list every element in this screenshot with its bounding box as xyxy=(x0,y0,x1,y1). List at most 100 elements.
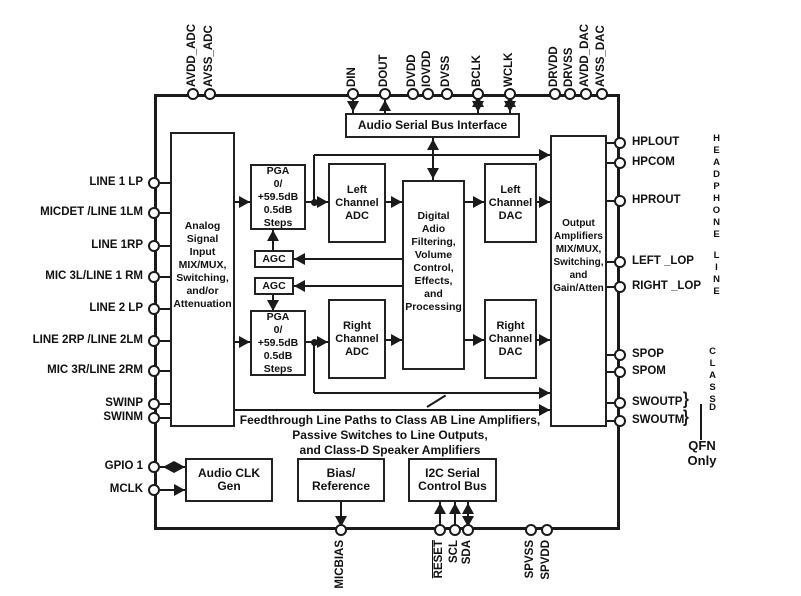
wire-vertical xyxy=(700,404,702,440)
wire-horizontal xyxy=(160,370,170,372)
pin-label-hplout: HPLOUT xyxy=(632,136,680,148)
arrowhead-up xyxy=(379,100,391,111)
pin-circle xyxy=(204,88,216,100)
block-digital-processing-label: Control, xyxy=(413,262,454,274)
block-agc-left: AGC xyxy=(254,250,294,268)
block-analog-input-label: Attenuation xyxy=(173,298,232,310)
wire-horizontal xyxy=(160,212,170,214)
arrowhead-down xyxy=(267,300,279,311)
wire-vertical xyxy=(439,502,441,526)
arrowhead-right xyxy=(174,461,185,473)
wire-horizontal xyxy=(607,286,615,288)
pin-label-micdet-line-1lm: MICDET /LINE 1LM xyxy=(40,206,143,218)
pin-circle xyxy=(504,88,516,100)
wire-horizontal xyxy=(160,489,185,491)
arrowhead-right xyxy=(473,334,484,346)
pin-label-iovdd: IOVDD xyxy=(421,50,433,87)
brace: } xyxy=(683,407,689,428)
pin-circle xyxy=(462,524,474,536)
arrowhead-up xyxy=(267,230,279,241)
wire-horizontal xyxy=(607,371,615,373)
block-agc-right: AGC xyxy=(254,277,294,295)
arrowhead-right xyxy=(239,196,250,208)
block-i2c-control-label: I2C Serial xyxy=(425,466,480,480)
wire-vertical xyxy=(313,342,315,393)
wire-vertical xyxy=(467,502,469,526)
block-output-amplifiers-label: and xyxy=(569,270,588,281)
block-dac-right-label: Channel xyxy=(488,332,533,345)
arrowhead-right xyxy=(539,149,550,161)
block-pga-right-label: Steps xyxy=(263,362,293,375)
wire-horizontal xyxy=(160,340,170,342)
wire-vertical xyxy=(432,138,434,180)
block-pga-left-label: 0.5dB xyxy=(263,203,293,216)
block-pga-right-label: PGA xyxy=(266,310,290,323)
feedthrough-note-line: Passive Switches to Line Outputs, xyxy=(292,428,488,442)
arrowhead-down xyxy=(335,516,347,527)
arrowhead-up xyxy=(427,139,439,150)
block-pga-right-label: +59.5dB xyxy=(257,336,299,349)
arrowhead-right xyxy=(539,196,550,208)
wire-horizontal xyxy=(607,162,615,164)
pin-circle xyxy=(407,88,419,100)
block-pga-right-label: 0/ xyxy=(273,323,283,336)
pin-circle xyxy=(148,177,160,189)
pin-circle xyxy=(441,88,453,100)
pin-circle xyxy=(148,412,160,424)
pin-label-hpcom: HPCOM xyxy=(632,156,675,168)
pin-label-avss-adc: AVSS_ADC xyxy=(203,25,215,87)
pin-circle xyxy=(148,207,160,219)
block-adc-right-label: Right xyxy=(342,319,372,332)
block-pga-left-label: PGA xyxy=(266,164,290,177)
block-pga-right-label: 0.5dB xyxy=(263,349,293,362)
wire-horizontal xyxy=(160,417,170,419)
pin-label-micbias: MICBIAS xyxy=(334,540,346,589)
block-analog-input-label: Input xyxy=(189,246,216,258)
pin-label-line-1-lp: LINE 1 LP xyxy=(89,176,143,188)
arrowhead-right xyxy=(539,334,550,346)
pin-circle xyxy=(614,256,626,268)
block-adc-left-label: ADC xyxy=(345,209,369,222)
wire-vertical xyxy=(313,155,315,202)
block-dac-left-label: Left xyxy=(500,183,521,196)
feedthrough-note-line: and Class-D Speaker Amplifiers xyxy=(299,443,481,457)
pin-circle xyxy=(614,349,626,361)
block-audio-serial-bus: Audio Serial Bus Interface xyxy=(345,113,520,138)
block-bias-reference-label: Bias/ xyxy=(326,466,356,480)
wire-horizontal xyxy=(160,182,170,184)
block-adc-left-label: Channel xyxy=(335,196,379,209)
pin-label-mic-3l-line-1-rm: MIC 3L/LINE 1 RM xyxy=(45,270,143,282)
pin-label-gpio-1: GPIO 1 xyxy=(104,460,143,472)
wire-horizontal xyxy=(607,200,615,202)
pin-label-line-1rp: LINE 1RP xyxy=(91,239,143,251)
pin-circle xyxy=(148,335,160,347)
arrowhead-up xyxy=(434,503,446,514)
block-digital-processing-label: Digital xyxy=(417,210,450,222)
arrowhead-down xyxy=(472,101,484,112)
qfn-only-note-line: Only xyxy=(687,453,717,468)
pin-label-mclk: MCLK xyxy=(109,483,143,495)
pin-circle xyxy=(614,281,626,293)
block-digital-processing-label: Processing xyxy=(405,301,462,313)
pin-label-wclk: WCLK xyxy=(503,52,515,88)
arrowhead-left xyxy=(294,253,305,265)
pin-label-avdd-dac: AVDD_DAC xyxy=(579,23,591,87)
arrowhead-right xyxy=(174,484,185,496)
block-pga-left-label: +59.5dB xyxy=(257,190,299,203)
pin-circle xyxy=(148,461,160,473)
pin-label-sda: SDA xyxy=(461,540,473,565)
arrowhead-up xyxy=(449,503,461,514)
block-analog-input-label: MIX/MUX, xyxy=(178,259,227,271)
pin-label-reset: RESET xyxy=(433,540,445,579)
pin-circle xyxy=(564,88,576,100)
arrowhead-down xyxy=(462,516,474,527)
junction-dot xyxy=(311,199,318,206)
block-adc-right-label: ADC xyxy=(345,345,369,358)
pin-circle xyxy=(541,524,553,536)
block-digital-processing-label: Effects, xyxy=(414,275,453,287)
